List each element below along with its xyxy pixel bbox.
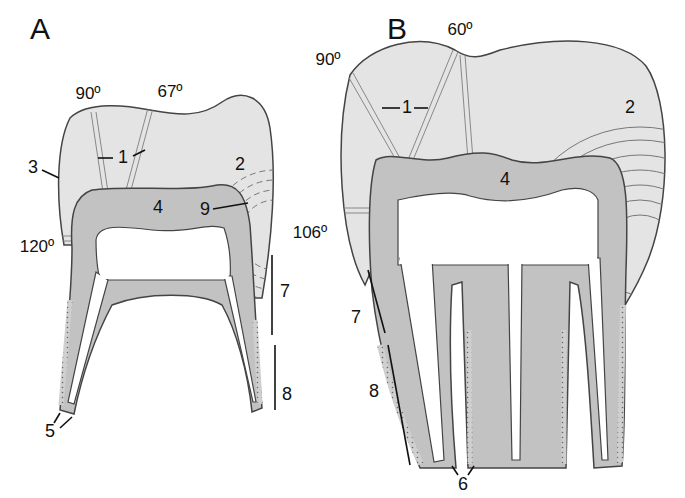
angle-label: 90º	[75, 85, 100, 104]
callout-number: 1	[118, 148, 128, 168]
primary-molar	[42, 95, 340, 428]
panel-letter: A	[30, 12, 50, 45]
callout-number: 2	[235, 155, 245, 175]
angle-label: 106º	[293, 224, 328, 243]
cementum	[620, 305, 623, 463]
angle-label: 90º	[315, 51, 340, 70]
dentin	[369, 153, 627, 468]
callout-number: 5	[45, 422, 55, 442]
cementum	[380, 345, 421, 464]
angle-label: 67º	[157, 83, 182, 102]
callout-number: 2	[625, 98, 635, 118]
callout-number: 4	[153, 198, 163, 218]
permanent-molar	[335, 41, 685, 475]
callout-number: 7	[351, 308, 361, 328]
panel-letter: B	[387, 12, 407, 45]
callout-number: 1	[402, 98, 412, 118]
leader-lines	[368, 108, 474, 475]
callout-number: 9	[200, 200, 210, 220]
angle-label: 120º	[20, 238, 55, 257]
callout-number: 7	[280, 282, 290, 302]
angle-label: 60º	[447, 21, 472, 40]
callout-number: 4	[500, 170, 510, 190]
pulp	[68, 226, 256, 404]
callout-number: 8	[282, 385, 292, 405]
dentin	[60, 185, 262, 414]
pulp	[398, 188, 608, 462]
leader-lines	[42, 150, 275, 428]
callout-number: 6	[458, 475, 468, 495]
callout-number: 3	[28, 158, 38, 178]
callout-number: 8	[369, 382, 379, 402]
cementum	[61, 300, 70, 405]
cementum	[255, 320, 260, 404]
